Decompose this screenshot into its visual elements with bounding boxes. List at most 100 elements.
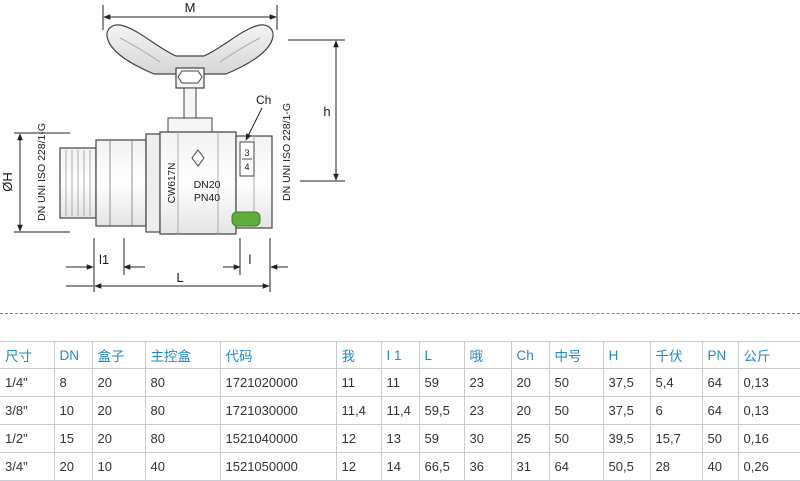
diamond-logo-icon	[191, 149, 205, 167]
table-cell: 59	[418, 368, 465, 397]
table-cell: 10	[53, 396, 93, 425]
table-cell: 0,13	[737, 396, 800, 425]
table-cell: 20	[53, 452, 93, 481]
table-cell: 14	[380, 452, 420, 481]
table-cell: 11	[380, 368, 420, 397]
body-model-text: CW617N	[167, 163, 178, 204]
table-cell: 3/8"	[0, 396, 55, 425]
section-separator	[0, 313, 800, 314]
table-cell: 64	[548, 452, 604, 481]
dimension-h: h	[288, 39, 345, 182]
column-header: 尺寸	[0, 341, 55, 369]
label-L: L	[176, 270, 183, 285]
label-l1: l1	[99, 252, 109, 267]
table-cell: 1521040000	[219, 424, 337, 453]
column-header: PN	[701, 341, 739, 369]
dimension-M: M	[102, 0, 278, 30]
body-pn-text: PN40	[194, 192, 220, 204]
size-flag-bottom: 4	[244, 162, 249, 172]
table-row: 3/4" 20 10 40 1521050000 12 14 66,5 36 3…	[0, 452, 800, 481]
table-cell: 28	[649, 452, 703, 481]
table-cell: 64	[701, 396, 739, 425]
label-l: l	[249, 252, 252, 267]
table-cell: 10	[91, 452, 146, 481]
butterfly-handle	[106, 24, 274, 133]
table-cell: 23	[463, 396, 512, 425]
table-cell: 12	[335, 424, 382, 453]
table-cell: 20	[510, 368, 550, 397]
table-cell: 11,4	[380, 396, 420, 425]
body-dn-text: DN20	[194, 179, 221, 191]
column-header: I 1	[380, 341, 420, 369]
left-thread-standard: DN UNI ISO 228/1-G	[36, 123, 48, 221]
table-cell: 8	[53, 368, 93, 397]
table-cell: 1/4"	[0, 368, 55, 397]
ch-callout: Ch	[245, 93, 271, 141]
table-cell: 39,5	[602, 424, 651, 453]
table-cell: 1521050000	[219, 452, 337, 481]
table-cell: 20	[91, 424, 146, 453]
column-header: 千伏	[649, 341, 703, 369]
table-cell: 50	[548, 424, 604, 453]
label-h: h	[323, 104, 330, 119]
table-cell: 0,13	[737, 368, 800, 397]
table-cell: 20	[91, 396, 146, 425]
column-header: 哦	[463, 341, 512, 369]
table-cell: 59	[418, 424, 465, 453]
specification-table: 尺寸 DN 盒子 主控盒 代码 我 I 1 L 哦 Ch 中号 H 千伏 PN …	[0, 341, 800, 481]
table-cell: 5,4	[649, 368, 703, 397]
table-cell: 25	[510, 424, 550, 453]
table-cell: 13	[380, 424, 420, 453]
table-row: 3/8" 10 20 80 1721030000 11,4 11,4 59,5 …	[0, 396, 800, 425]
column-header: DN	[53, 341, 93, 369]
green-cap	[231, 211, 261, 227]
table-cell: 15,7	[649, 424, 703, 453]
table-cell: 23	[463, 368, 512, 397]
table-cell: 12	[335, 452, 382, 481]
table-cell: 20	[91, 368, 146, 397]
table-cell: 50	[548, 368, 604, 397]
table-row: 1/4" 8 20 80 1721020000 11 11 59 23 20 5…	[0, 368, 800, 397]
table-cell: 20	[510, 396, 550, 425]
label-OH: ØH	[0, 172, 15, 192]
table-cell: 80	[144, 396, 221, 425]
dimension-L: L	[66, 238, 271, 292]
table-cell: 40	[701, 452, 739, 481]
table-cell: 40	[144, 452, 221, 481]
table-cell: 0,16	[737, 424, 800, 453]
column-header: 代码	[219, 341, 337, 369]
dimension-l: l	[223, 238, 288, 275]
table-cell: 59,5	[418, 396, 465, 425]
table-cell: 50	[701, 424, 739, 453]
column-header: 公斤	[737, 341, 800, 369]
column-header: 主控盒	[144, 341, 221, 369]
label-M: M	[185, 0, 196, 15]
table-cell: 50	[548, 396, 604, 425]
table-cell: 11,4	[335, 396, 382, 425]
right-thread-standard: DN UNI ISO 228/1-G	[281, 103, 293, 201]
column-header: H	[602, 341, 651, 369]
column-header: Ch	[510, 341, 550, 369]
table-cell: 1721020000	[219, 368, 337, 397]
column-header: 我	[335, 341, 382, 369]
table-cell: 80	[144, 368, 221, 397]
table-cell: 1721030000	[219, 396, 337, 425]
table-cell: 50,5	[602, 452, 651, 481]
table-cell: 37,5	[602, 396, 651, 425]
valve-body: CW617N DN20 PN40 3 4	[59, 131, 273, 235]
table-cell: 80	[144, 424, 221, 453]
table-cell: 36	[463, 452, 512, 481]
table-cell: 11	[335, 368, 382, 397]
table-cell: 66,5	[418, 452, 465, 481]
size-flag-top: 3	[244, 148, 249, 158]
table-cell: 3/4"	[0, 452, 55, 481]
table-cell: 0,26	[737, 452, 800, 481]
dimension-l1: l1	[66, 238, 145, 292]
dimension-OH: ØH	[0, 132, 70, 233]
table-cell: 15	[53, 424, 93, 453]
table-cell: 30	[463, 424, 512, 453]
table-cell: 6	[649, 396, 703, 425]
table-cell: 1/2"	[0, 424, 55, 453]
table-cell: 37,5	[602, 368, 651, 397]
table-header-row: 尺寸 DN 盒子 主控盒 代码 我 I 1 L 哦 Ch 中号 H 千伏 PN …	[0, 341, 800, 369]
